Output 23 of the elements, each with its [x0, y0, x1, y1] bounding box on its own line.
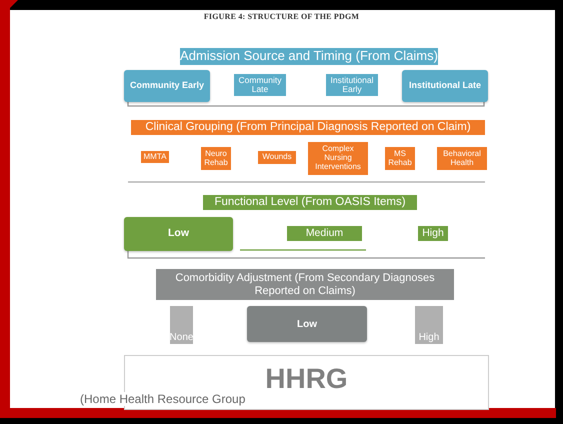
- category-box: Low: [124, 217, 233, 251]
- category-highlight: High: [418, 226, 448, 241]
- heading-highlight: Institutional Early: [326, 74, 378, 96]
- section-heading: Comorbidity Adjustment (From Secondary Diagnoses Reported on Claims): [156, 269, 454, 300]
- category-box: None: [170, 306, 193, 344]
- category-box: Low: [247, 306, 367, 342]
- category-highlight: Wounds: [258, 151, 296, 164]
- section-heading: Functional Level (From OASIS Items): [203, 195, 417, 210]
- result-label: HHRG: [265, 364, 348, 395]
- result-caption: (Home Health Resource Group: [79, 392, 246, 406]
- heading-highlight: Community Late: [234, 74, 286, 96]
- category-highlight: Complex Nursing Interventions: [308, 142, 368, 175]
- figure-title: FIGURE 4: STRUCTURE OF THE PDGM: [202, 12, 360, 21]
- category-box: Institutional Late: [402, 70, 488, 102]
- category-highlight: Behavioral Health: [437, 147, 487, 170]
- category-box: High: [415, 306, 443, 344]
- category-highlight: MS Rehab: [385, 147, 415, 170]
- section-heading: Admission Source and Timing (From Claims): [180, 48, 438, 65]
- category-highlight: MMTA: [141, 151, 169, 163]
- category-highlight: Neuro Rehab: [201, 147, 231, 170]
- category-highlight: Medium: [287, 226, 362, 241]
- section-heading: Clinical Grouping (From Principal Diagnosis Reported on Claim): [131, 120, 485, 135]
- category-box: Community Early: [124, 70, 210, 102]
